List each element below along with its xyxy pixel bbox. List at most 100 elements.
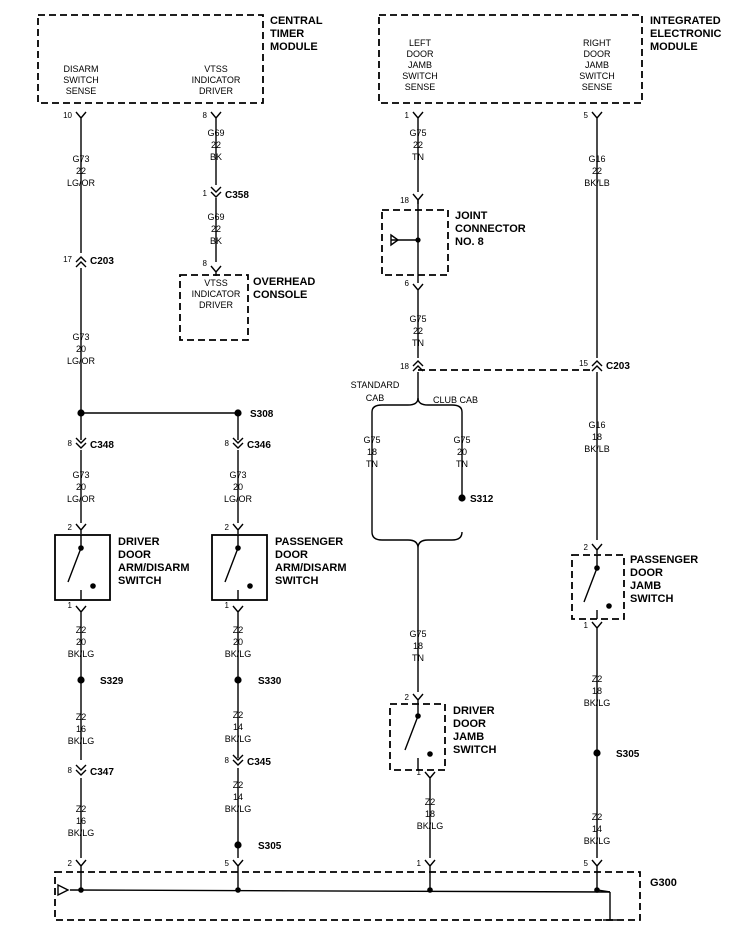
splice-s312	[458, 494, 466, 502]
joint-connector-title-line: JOINT	[455, 210, 488, 222]
pin-1-driver: 1	[68, 601, 73, 610]
wire-label-w9-line: BK/LB	[584, 178, 610, 188]
wire-label-w12-line: G16	[588, 420, 605, 430]
wire-label-w1-line: LG/OR	[67, 178, 96, 188]
ground-bus	[69, 889, 611, 893]
central-timer-module-title-line: MODULE	[270, 41, 318, 53]
overhead-console-title-line: OVERHEAD	[253, 276, 315, 288]
wire-label-w6-line: LG/OR	[224, 494, 253, 504]
wire-label-w4-line: LG/OR	[67, 356, 96, 366]
wire-label-w16-line: BK/LG	[68, 828, 95, 838]
wire-label-w22-line: BK/LG	[584, 836, 611, 846]
passenger-jamb-switch-title-line: PASSENGER	[630, 554, 698, 566]
pin-6-jc: 6	[405, 279, 410, 288]
c203-col1-chevron	[75, 256, 87, 268]
c346-label: C346	[247, 440, 271, 451]
pin-1-passenger: 1	[225, 601, 230, 610]
c346-chevron	[232, 437, 244, 449]
central-timer-module-title-line: CENTRAL	[270, 15, 323, 27]
driver-arm-switch-node-bottom	[90, 583, 96, 589]
club-cab-label: CLUB CAB	[433, 395, 478, 405]
wire-label-w2-line: G69	[207, 128, 224, 138]
c347-chevron	[75, 764, 87, 776]
driver-jamb-switch-title-line: DRIVER	[453, 705, 495, 717]
left-door-jamb-switch-sense-label-line: DOOR	[407, 49, 435, 59]
c348-label: C348	[90, 440, 114, 451]
wire-label-w6-line: G73	[229, 470, 246, 480]
driver-arm-switch-title-line: ARM/DISARM	[118, 562, 190, 574]
wire-label-w9-line: 22	[592, 166, 602, 176]
driver-arm-switch-node-top	[78, 545, 84, 551]
ground-pin-1: 1	[417, 859, 422, 868]
wire-label-w18-line: BK/LG	[225, 734, 252, 744]
pin-1-left-jamb: 1	[405, 111, 410, 120]
wire-label-w20-line: BK/LG	[417, 821, 444, 831]
pin-8-vtss: 8	[203, 111, 208, 120]
overhead-vtss-label-line: DRIVER	[199, 300, 234, 310]
wire-label-w15-line: 16	[76, 724, 86, 734]
pin-5-right-jamb: 5	[584, 111, 589, 120]
joint-connector-title-line: NO. 8	[455, 236, 484, 248]
wire-label-w5-line: 20	[76, 482, 86, 492]
splice-s329	[77, 676, 85, 684]
wire-label-w7-line: 22	[413, 140, 423, 150]
vtss-indicator-driver-label-line: DRIVER	[199, 86, 234, 96]
integrated-electronic-module-title-line: INTEGRATED	[650, 15, 721, 27]
c358-chevron	[210, 186, 222, 198]
passenger-arm-switch-contact	[224, 535, 239, 600]
pin-18-jc: 18	[400, 196, 409, 205]
wire-label-w2-line: BK	[210, 152, 222, 162]
passenger-jamb-switch-node-top	[594, 565, 600, 571]
wire-label-w17-line: 20	[233, 637, 243, 647]
ground-pin-2: 2	[68, 859, 73, 868]
left-door-jamb-switch-sense-label-line: SWITCH	[402, 71, 438, 81]
wire-label-w16-line: Z2	[76, 804, 87, 814]
wire-label-w10-line: G75	[363, 435, 380, 445]
ground-arrow	[57, 883, 70, 897]
passenger-arm-switch-node-bottom	[247, 583, 253, 589]
wire-label-w11-line: G75	[453, 435, 470, 445]
passenger-jamb-switch-title-line: JAMB	[630, 580, 661, 592]
wire-label-w3-line: G69	[207, 212, 224, 222]
passenger-jamb-switch-node-bottom	[606, 603, 612, 609]
wire-label-w13-line: 18	[413, 641, 423, 651]
wire-label-w21-line: Z2	[592, 674, 603, 684]
driver-jamb-switch-node-bottom	[427, 751, 433, 757]
passenger-arm-switch-box	[211, 534, 268, 601]
standard-cab-label-line: CAB	[366, 393, 385, 403]
pin-1-left-jamb-terminal	[412, 111, 424, 122]
wire-label-w8-line: G75	[409, 314, 426, 324]
pin-18-c203: 18	[400, 362, 409, 371]
pin-1-passenger-arm-terminal	[232, 605, 244, 616]
driver-arm-switch-contact	[67, 535, 82, 600]
pin-17: 17	[63, 255, 72, 264]
c345-label: C345	[247, 757, 271, 768]
wire-label-w1-line: 22	[76, 166, 86, 176]
c203-label-a: C203	[90, 256, 114, 267]
pin-2-passenger-jamb-terminal	[591, 543, 603, 554]
wire-label-w19-line: BK/LG	[225, 804, 252, 814]
ground-pin-5a-terminal	[232, 859, 244, 870]
pin-8-c345: 8	[225, 756, 230, 765]
pin-8-c348: 8	[68, 439, 73, 448]
driver-jamb-switch-title-line: JAMB	[453, 731, 484, 743]
driver-arm-switch-title-line: DRIVER	[118, 536, 160, 548]
wire-label-w19-line: Z2	[233, 780, 244, 790]
